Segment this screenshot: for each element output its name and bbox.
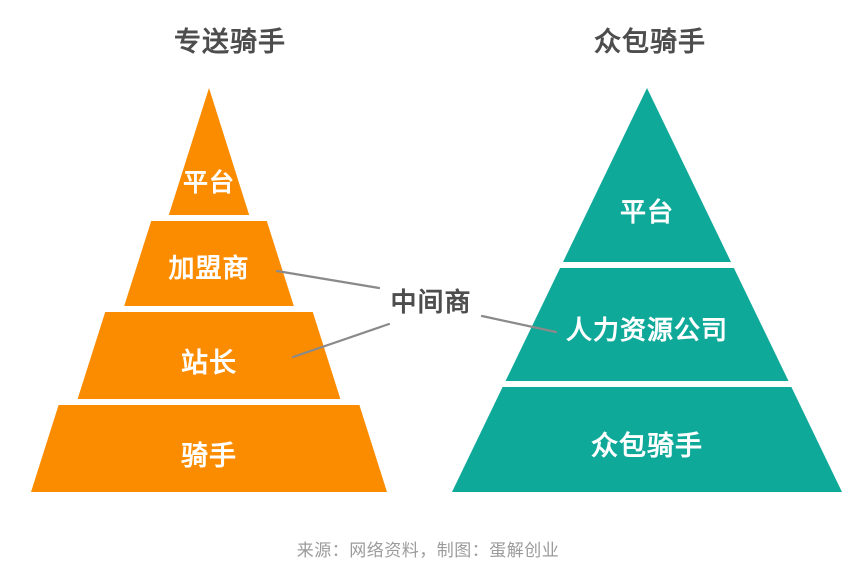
annotation-middleman-label: 中间商 bbox=[390, 287, 472, 317]
pyramid-left-tier-3[interactable] bbox=[77, 312, 341, 399]
connector-line-franchise bbox=[275, 269, 381, 290]
pyramid-right-tier-1[interactable] bbox=[563, 88, 731, 262]
pyramid-title-left: 专送骑手 bbox=[174, 27, 286, 57]
pyramid-right-tier-3[interactable] bbox=[452, 387, 842, 492]
source-note: 来源：网络资料，制图：蛋解创业 bbox=[296, 541, 560, 560]
pyramid-right-tier-2[interactable] bbox=[505, 268, 789, 381]
pyramid-left-tier-4[interactable] bbox=[31, 405, 387, 492]
pyramid-left-tier-1[interactable] bbox=[168, 88, 250, 215]
pyramid-left-tier-2[interactable] bbox=[124, 221, 294, 306]
connector-line-station-manager bbox=[291, 322, 391, 359]
connector-line-hr-company bbox=[480, 314, 558, 334]
pyramid-title-right: 众包骑手 bbox=[594, 27, 706, 57]
